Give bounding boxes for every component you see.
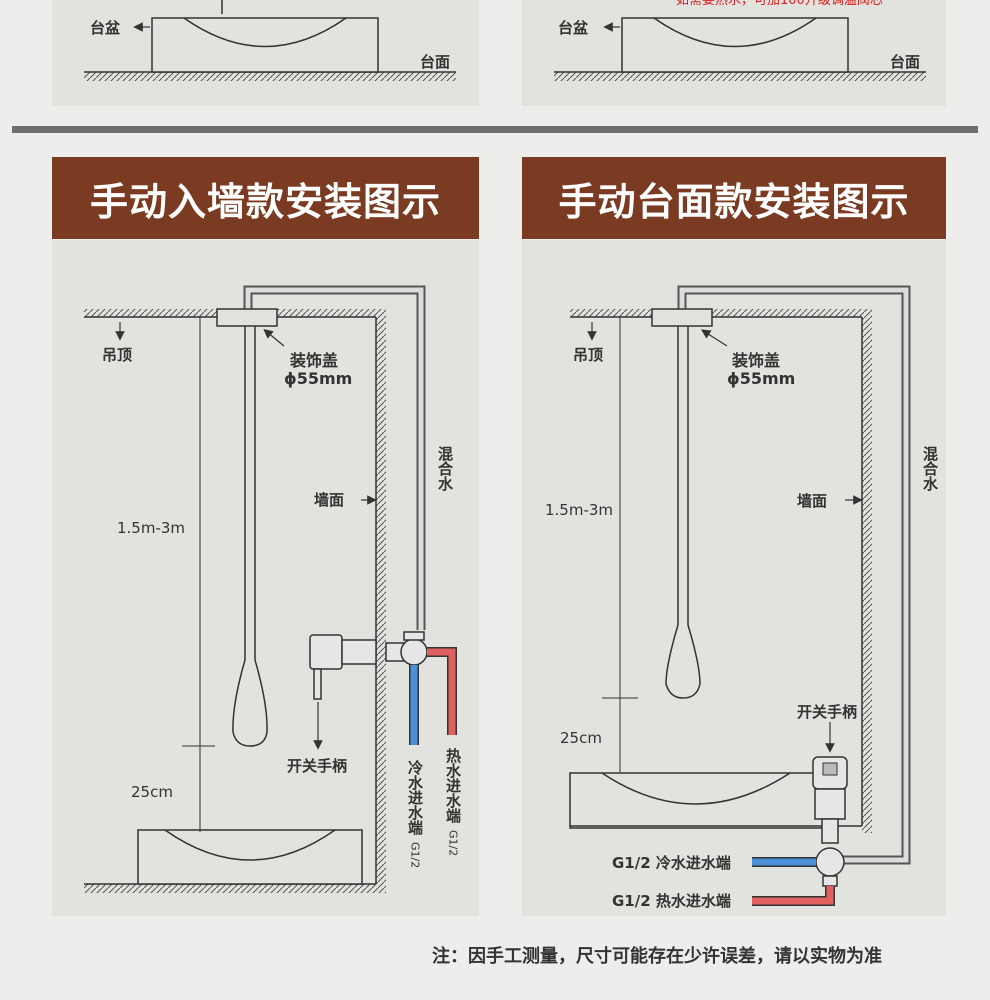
left-cold-inlet-label: 冷水进水端 bbox=[406, 759, 424, 836]
top-left-counter-label: 台面 bbox=[420, 53, 450, 71]
section-divider bbox=[12, 126, 978, 133]
left-cold-thread-label: G1/2 bbox=[409, 842, 422, 868]
top-right-diagram: 台盆 台面 如需要热水，可加100升级调温阀芯 bbox=[554, 0, 926, 81]
left-cover-label-1: 装饰盖 bbox=[289, 351, 338, 370]
right-height-label: 1.5m-3m bbox=[545, 501, 613, 519]
right-cover-label-1: 装饰盖 bbox=[731, 351, 780, 370]
right-mixed-water-label: 混合水 bbox=[921, 446, 939, 492]
right-cover-label-2: ϕ55mm bbox=[727, 369, 795, 388]
top-right-counter-label: 台面 bbox=[890, 53, 920, 71]
left-panel bbox=[52, 240, 479, 916]
right-cold-inlet-label: G1/2 冷水进水端 bbox=[612, 854, 731, 872]
top-left-basin-label: 台盆 bbox=[90, 19, 121, 37]
left-hot-inlet-label: 热水进水端 bbox=[444, 747, 462, 824]
left-mixed-water-label: 混合水 bbox=[436, 446, 454, 492]
top-right-basin-label: 台盆 bbox=[558, 19, 589, 37]
right-hot-inlet-label: G1/2 热水进水端 bbox=[612, 892, 731, 910]
left-gap-label: 25cm bbox=[131, 783, 173, 801]
left-diagram: 吊顶 装饰盖 ϕ55mm 墙面 1.5m-3m 25cm 开关手柄 混合水 冷水… bbox=[84, 285, 462, 893]
footnote: 注：因手工测量，尺寸可能存在少许误差，请以实物为准 bbox=[432, 946, 882, 967]
top-left-diagram: 台盆 台面 bbox=[84, 0, 456, 81]
left-hot-thread-label: G1/2 bbox=[447, 830, 460, 856]
left-title-banner: 手动入墙款安装图示 bbox=[52, 157, 479, 239]
left-wall-label: 墙面 bbox=[314, 491, 344, 509]
left-ceiling-label: 吊顶 bbox=[102, 346, 132, 364]
left-height-label: 1.5m-3m bbox=[117, 519, 185, 537]
left-cover-label-2: ϕ55mm bbox=[284, 369, 352, 388]
top-hot-water-note: 如需要热水，可加100升级调温阀芯 bbox=[676, 0, 883, 8]
right-diagram: 吊顶 装饰盖 ϕ55mm 墙面 1.5m-3m 25cm 开关手柄 混合水 G1… bbox=[545, 285, 939, 910]
right-ceiling-label: 吊顶 bbox=[573, 346, 603, 364]
right-wall-label: 墙面 bbox=[797, 492, 827, 510]
right-gap-label: 25cm bbox=[560, 729, 602, 747]
right-title-banner: 手动台面款安装图示 bbox=[522, 157, 946, 239]
right-handle-label: 开关手柄 bbox=[797, 703, 857, 721]
left-handle-label: 开关手柄 bbox=[287, 757, 347, 775]
